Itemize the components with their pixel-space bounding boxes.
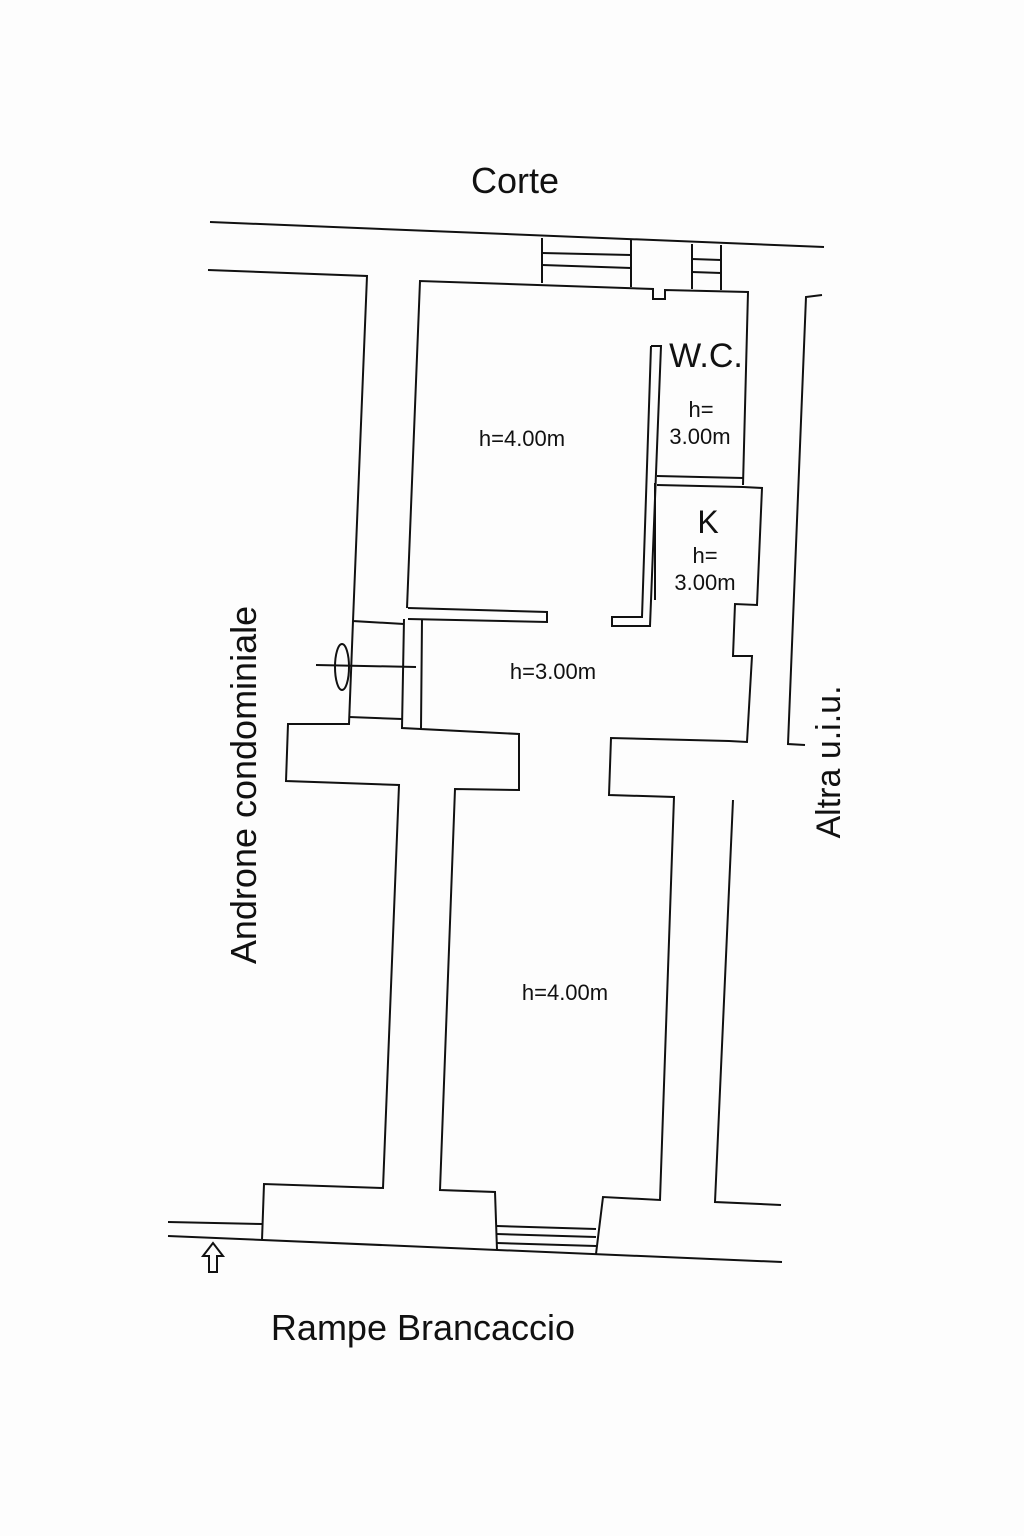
label-altra-uiu: Altra u.i.u. <box>810 685 848 838</box>
label-androne: Androne condominiale <box>223 606 264 964</box>
arrow-up-outline-icon <box>200 1241 226 1273</box>
kitchen-label: K <box>697 504 718 540</box>
upper-unit-walls <box>406 279 764 1255</box>
north-stairs <box>541 238 722 290</box>
wc-label: W.C. <box>669 337 743 375</box>
label-corte: Corte <box>471 160 559 201</box>
room-lower-height: h=4.00m <box>522 980 608 1005</box>
label-rampe-brancaccio: Rampe Brancaccio <box>271 1307 575 1348</box>
south-stairs <box>496 1225 597 1247</box>
kitchen-height-label: h= <box>692 543 717 568</box>
boundary-lines <box>167 221 825 1263</box>
hall-height: h=3.00m <box>510 659 596 684</box>
door-symbol-icon <box>315 643 417 691</box>
room-upper-height: h=4.00m <box>479 426 565 451</box>
neighbour-walls <box>713 294 823 1206</box>
wc-height-value: 3.00m <box>669 424 730 449</box>
wc-height-label: h= <box>688 397 713 422</box>
androne-walls <box>207 269 422 1241</box>
kitchen-height-value: 3.00m <box>674 570 735 595</box>
